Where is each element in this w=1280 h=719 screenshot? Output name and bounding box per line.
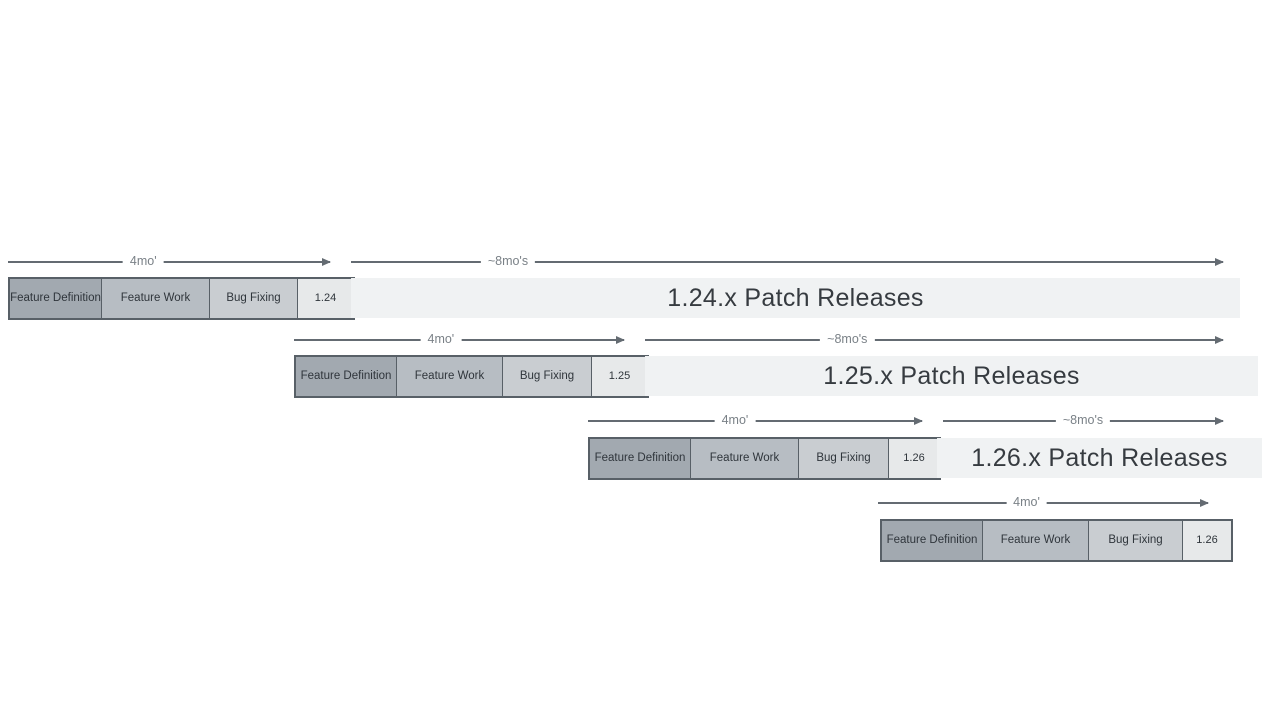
patch-releases-label: 1.25.x Patch Releases <box>823 361 1080 390</box>
phase-feature-definition: Feature Definition <box>296 357 396 396</box>
dev-duration-label: 4mo' <box>420 331 462 348</box>
phase-feature-definition: Feature Definition <box>590 439 690 478</box>
patch-releases-label: 1.26.x Patch Releases <box>971 443 1228 472</box>
phase-feature-work: Feature Work <box>982 521 1088 560</box>
patch-duration-label: ~8mo's <box>820 331 875 348</box>
phase-feature-definition: Feature Definition <box>10 279 101 318</box>
patch-releases-bar: 1.25.x Patch Releases <box>645 356 1258 396</box>
phase-feature-definition: Feature Definition <box>882 521 982 560</box>
patch-duration-arrow: ~8mo's <box>943 412 1224 429</box>
version-box: 1.24 <box>297 279 353 318</box>
patch-releases-label: 1.24.x Patch Releases <box>667 283 924 312</box>
release-cycle-1-26: Feature Definition Feature Work Bug Fixi… <box>588 437 941 480</box>
phase-bug-fixing: Bug Fixing <box>502 357 591 396</box>
patch-duration-arrow: ~8mo's <box>645 331 1224 348</box>
release-cycle-next: Feature Definition Feature Work Bug Fixi… <box>880 519 1233 562</box>
version-box: 1.25 <box>591 357 647 396</box>
release-cycle-1-25: Feature Definition Feature Work Bug Fixi… <box>294 355 649 398</box>
arrowhead-icon <box>1215 257 1224 266</box>
release-cycle-1-24: Feature Definition Feature Work Bug Fixi… <box>8 277 355 320</box>
arrowhead-icon <box>322 257 331 266</box>
phase-feature-work: Feature Work <box>690 439 798 478</box>
dev-duration-arrow: 4mo' <box>878 494 1209 511</box>
patch-releases-bar: 1.24.x Patch Releases <box>351 278 1240 318</box>
phase-bug-fixing: Bug Fixing <box>209 279 297 318</box>
dev-duration-label: 4mo' <box>1006 494 1047 511</box>
arrowhead-icon <box>616 335 625 344</box>
arrowhead-icon <box>914 416 923 425</box>
phase-bug-fixing: Bug Fixing <box>798 439 888 478</box>
dev-duration-arrow: 4mo' <box>8 253 331 270</box>
version-box: 1.26 <box>888 439 939 478</box>
dev-duration-label: 4mo' <box>122 253 164 270</box>
patch-duration-arrow: ~8mo's <box>351 253 1224 270</box>
dev-duration-label: 4mo' <box>714 412 756 429</box>
version-box: 1.26 <box>1182 521 1231 560</box>
arrowhead-icon <box>1215 416 1224 425</box>
phase-feature-work: Feature Work <box>396 357 502 396</box>
patch-releases-bar: 1.26.x Patch Releases <box>937 438 1262 478</box>
patch-duration-label: ~8mo's <box>1055 412 1111 429</box>
phase-feature-work: Feature Work <box>101 279 209 318</box>
dev-duration-arrow: 4mo' <box>294 331 625 348</box>
arrowhead-icon <box>1200 498 1209 507</box>
patch-duration-label: ~8mo's <box>480 253 536 270</box>
phase-bug-fixing: Bug Fixing <box>1088 521 1182 560</box>
dev-duration-arrow: 4mo' <box>588 412 923 429</box>
arrowhead-icon <box>1215 335 1224 344</box>
